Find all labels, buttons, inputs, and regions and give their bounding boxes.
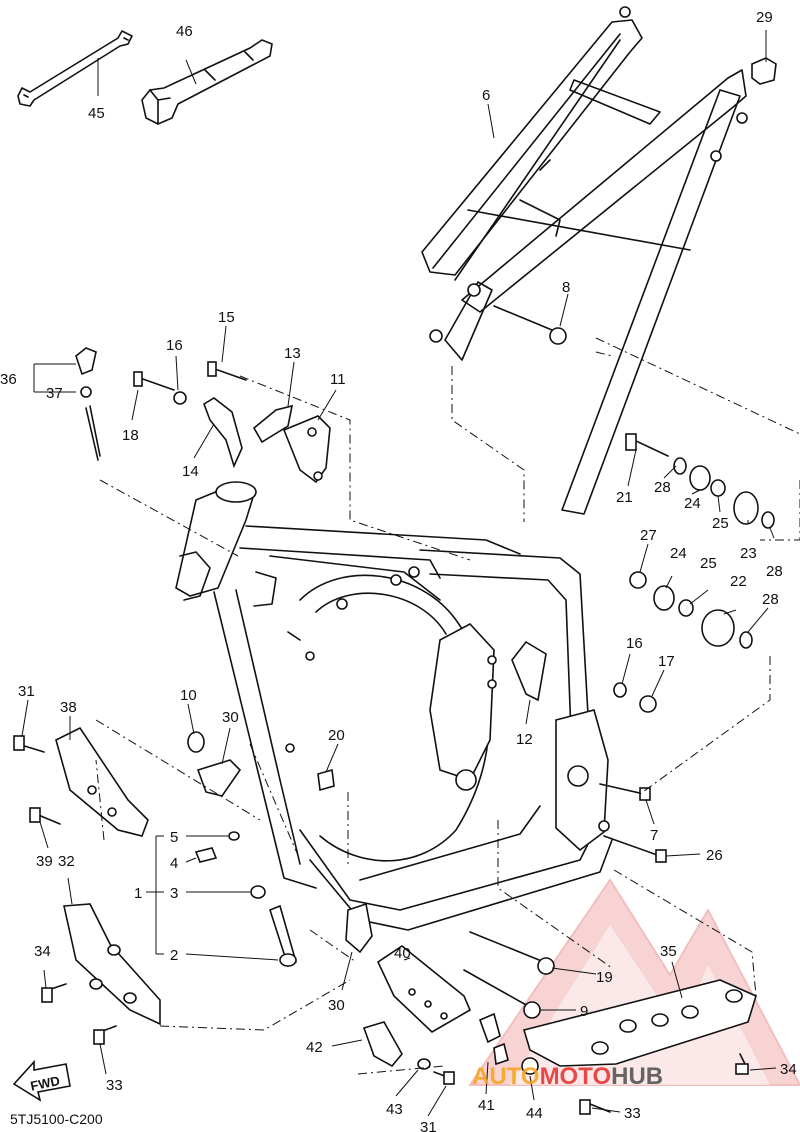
callout-24: 24 <box>670 545 687 562</box>
callout-36: 36 <box>0 371 17 388</box>
callout-14: 14 <box>182 463 199 480</box>
callout-16: 16 <box>626 635 643 652</box>
callout-3: 3 <box>170 885 178 902</box>
callout-45: 45 <box>88 105 105 122</box>
callout-41: 41 <box>478 1097 495 1114</box>
callout-40: 40 <box>394 945 411 962</box>
fwd-arrow-icon: FWD <box>12 1059 71 1102</box>
rear-sub-frame <box>421 6 748 515</box>
main-frame <box>175 481 613 931</box>
callout-28: 28 <box>766 563 783 580</box>
callout-31: 31 <box>18 683 35 700</box>
drain-bolt-assembly <box>194 831 297 968</box>
callout-38: 38 <box>60 699 77 716</box>
callout-20: 20 <box>328 727 345 744</box>
fwd-label: FWD <box>29 1073 61 1094</box>
callout-25: 25 <box>712 515 729 532</box>
callout-28: 28 <box>654 479 671 496</box>
callout-9: 9 <box>580 1003 588 1020</box>
callout-39: 39 <box>36 853 53 870</box>
callout-26: 26 <box>706 847 723 864</box>
callout-42: 42 <box>306 1039 323 1056</box>
bolt-8 <box>493 305 567 345</box>
callout-35: 35 <box>660 943 677 960</box>
watermark-auto: AUTO <box>472 1063 540 1090</box>
svg-text:AUTOMOTOHUB: AUTOMOTOHUB <box>472 1063 663 1090</box>
callout-33: 33 <box>624 1105 641 1122</box>
callout-27: 27 <box>640 527 657 544</box>
center-guard-parts <box>345 902 539 1085</box>
callout-2: 2 <box>170 947 178 964</box>
callout-16: 16 <box>166 337 183 354</box>
callout-7: 7 <box>650 827 658 844</box>
callout-12: 12 <box>516 731 533 748</box>
callout-25: 25 <box>700 555 717 572</box>
callout-24: 24 <box>684 495 701 512</box>
callout-13: 13 <box>284 345 301 362</box>
callout-30: 30 <box>222 709 239 726</box>
callout-15: 15 <box>218 309 235 326</box>
tool-socket <box>141 39 273 125</box>
callout-5: 5 <box>170 829 178 846</box>
callout-6: 6 <box>482 87 490 104</box>
callout-17: 17 <box>658 653 675 670</box>
callout-10: 10 <box>180 687 197 704</box>
callout-18: 18 <box>122 427 139 444</box>
callout-43: 43 <box>386 1101 403 1118</box>
callout-4: 4 <box>170 855 178 872</box>
callout-32: 32 <box>58 853 75 870</box>
callout-19: 19 <box>596 969 613 986</box>
frame-bolts <box>463 783 667 1019</box>
left-guard-parts <box>13 726 335 837</box>
spanner-tool <box>17 30 133 107</box>
callout-28: 28 <box>762 591 779 608</box>
callout-22: 22 <box>730 573 747 590</box>
skid-plate <box>522 979 757 1115</box>
dipstick <box>75 347 101 461</box>
callout-44: 44 <box>526 1105 543 1122</box>
watermark-text: AUTOMOTOHUB <box>472 1063 663 1090</box>
watermark-moto: MOTO <box>540 1063 612 1090</box>
seat-bracket-29 <box>751 57 777 85</box>
callout-23: 23 <box>740 545 757 562</box>
diagram-code: 5TJ5100-C200 <box>10 1111 103 1127</box>
callout-30: 30 <box>328 997 345 1014</box>
callout-29: 29 <box>756 9 773 26</box>
lower-left-guard <box>41 903 161 1045</box>
callout-46: 46 <box>176 23 193 40</box>
bracket-parts <box>133 361 331 484</box>
callout-34: 34 <box>780 1061 797 1078</box>
callout-1: 1 <box>134 885 142 902</box>
watermark-hub: HUB <box>611 1063 663 1090</box>
leader-lines <box>21 30 800 1117</box>
callout-labels: 45 46 6 29 8 15 16 13 11 36 37 18 14 21 … <box>0 9 797 1132</box>
callout-31: 31 <box>420 1119 437 1132</box>
callout-33: 33 <box>106 1077 123 1094</box>
callout-21: 21 <box>616 489 633 506</box>
callout-34: 34 <box>34 943 51 960</box>
callout-37: 37 <box>46 385 63 402</box>
engine-mount-parts <box>511 433 775 713</box>
callout-8: 8 <box>562 279 570 296</box>
callout-11: 11 <box>330 371 346 388</box>
